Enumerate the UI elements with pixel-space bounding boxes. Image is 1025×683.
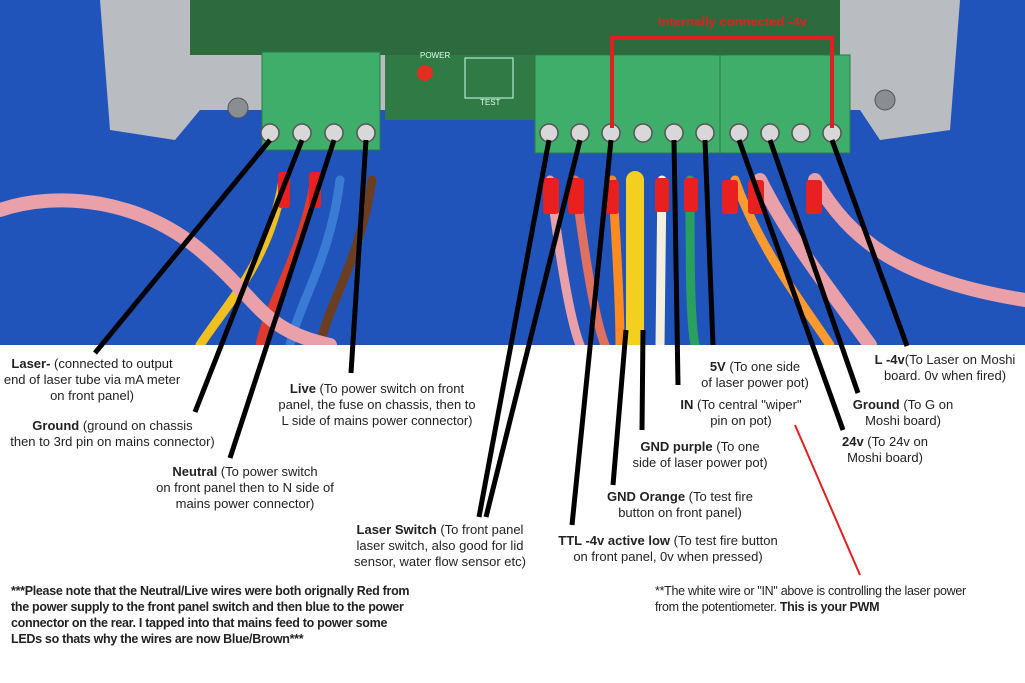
mains-wire-note: ***Please note that the Neutral/Live wir… bbox=[11, 584, 410, 646]
internally-connected-label: Internally connected -4v bbox=[658, 14, 807, 29]
pwm-pointer-line bbox=[794, 424, 861, 576]
leader-laser-switch-b bbox=[483, 139, 583, 518]
leader-ground-right bbox=[767, 139, 861, 394]
test-silkscreen: TEST bbox=[480, 98, 501, 107]
leader-live bbox=[348, 139, 369, 374]
pwm-note: **The white wire or "IN" above is contro… bbox=[655, 584, 966, 614]
leader-gnd-purple bbox=[639, 329, 646, 431]
leader-neutral bbox=[227, 139, 337, 459]
leader-laser-minus bbox=[93, 138, 272, 355]
leader-5v bbox=[702, 139, 716, 346]
leader-in bbox=[671, 139, 681, 386]
leader-laser-switch-a bbox=[476, 139, 552, 518]
leader-l-minus-4v bbox=[829, 139, 910, 347]
leader-ground-left bbox=[192, 139, 305, 413]
leader-24v bbox=[736, 139, 846, 431]
leader-ttl bbox=[569, 139, 614, 526]
power-silkscreen: POWER bbox=[420, 51, 450, 60]
internal-connection-bracket bbox=[610, 36, 834, 128]
power-supply-photo: POWER TEST bbox=[0, 0, 1025, 345]
leader-gnd-orange bbox=[610, 329, 629, 486]
label-in: IN (To central "wiper"pin on pot) bbox=[680, 397, 802, 428]
